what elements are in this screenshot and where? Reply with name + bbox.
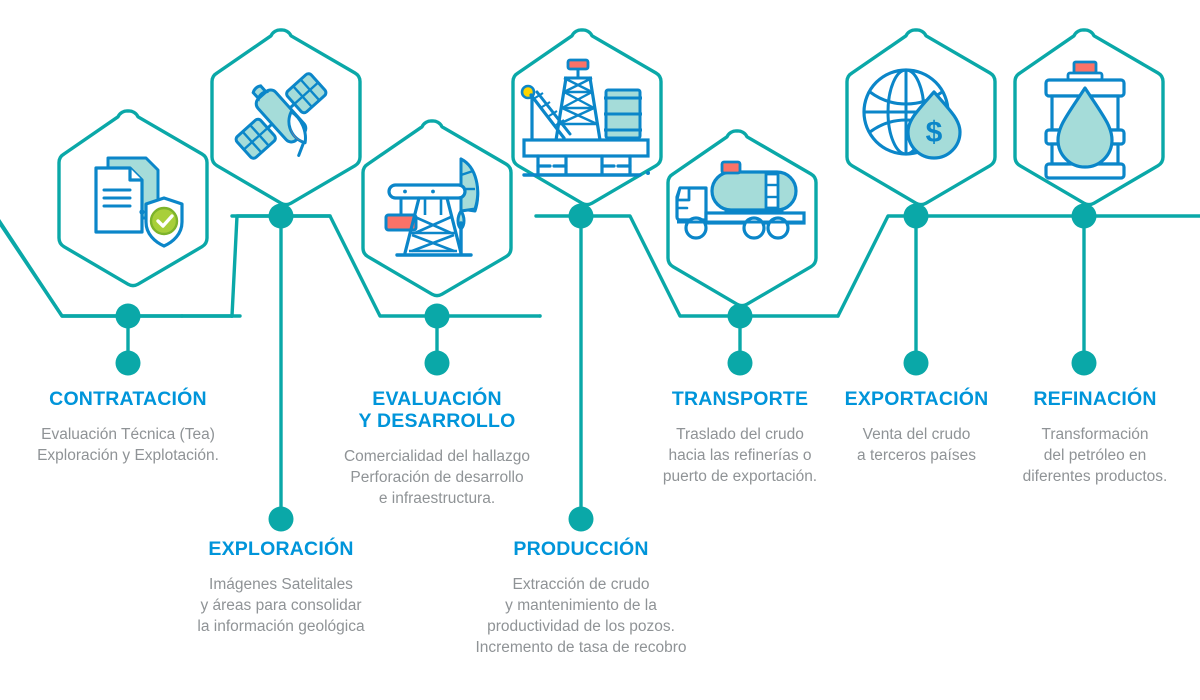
stage-label-evaluacion: EVALUACIÓN Y DESARROLLO Comercialidad de…: [317, 388, 557, 509]
document-shield-check-icon: [94, 156, 184, 248]
node-refinacion-end: [1071, 350, 1097, 376]
hexagon-produccion: [511, 28, 663, 207]
stage-title-exploracion: EXPLORACIÓN: [208, 538, 354, 560]
stage-description-exploracion: Imágenes Satelitales y áreas para consol…: [197, 576, 365, 635]
connector-nodes: [115, 203, 1097, 532]
rail-c: [230, 214, 542, 318]
node-produccion-end: [568, 506, 594, 532]
stage-label-exploracion: EXPLORACIÓN Imágenes Satelitales y áreas…: [161, 538, 401, 637]
node-transporte-top: [727, 303, 753, 329]
node-evaluacion-top: [424, 303, 450, 329]
rail-f: [836, 214, 1200, 318]
node-exploracion-end: [268, 506, 294, 532]
tanker-truck-icon: [675, 160, 806, 240]
stage-description-evaluacion: Comercialidad del hallazgo Perforación d…: [343, 448, 531, 507]
node-exploracion-top: [268, 203, 294, 229]
node-produccion-top: [568, 203, 594, 229]
stage-label-exportacion: EXPORTACIÓN Venta del crudo a terceros p…: [824, 388, 1009, 466]
stage-description-contratacion: Evaluación Técnica (Tea) Exploración y E…: [37, 426, 219, 464]
node-transporte-end: [727, 350, 753, 376]
node-exportacion-end: [903, 350, 929, 376]
stage-label-refinacion: REFINACIÓN Transformación del petróleo e…: [1000, 388, 1190, 487]
stage-title-evaluacion: EVALUACIÓN Y DESARROLLO: [358, 388, 516, 432]
rail-e: [534, 214, 840, 318]
stage-title-produccion: PRODUCCIÓN: [513, 538, 649, 560]
offshore-rig-icon: [520, 58, 650, 177]
stage-title-transporte: TRANSPORTE: [671, 388, 809, 410]
node-evaluacion-end: [424, 350, 450, 376]
node-contratacion-top: [115, 303, 141, 329]
oil-barrel-drop-icon: [1044, 60, 1126, 180]
node-exportacion-top: [903, 203, 929, 229]
stage-description-produccion: Extracción de crudo y mantenimiento de l…: [475, 576, 687, 656]
stage-description-exportacion: Venta del crudo a terceros países: [857, 426, 976, 464]
stage-title-refinacion: REFINACIÓN: [1033, 388, 1157, 410]
pumpjack-icon: [384, 157, 480, 257]
stage-description-refinacion: Transformación del petróleo en diferente…: [1022, 426, 1168, 485]
globe-dollar-drop-icon: $: [862, 68, 962, 160]
stage-title-contratacion: CONTRATACIÓN: [49, 388, 207, 410]
stage-description-transporte: Traslado del crudo hacia las refinerías …: [662, 426, 818, 485]
hexagon-evaluacion: [361, 119, 513, 298]
stage-label-contratacion: CONTRATACIÓN Evaluación Técnica (Tea) Ex…: [8, 388, 248, 466]
stage-label-produccion: PRODUCCIÓN Extracción de crudo y manteni…: [456, 538, 706, 658]
stage-label-transporte: TRANSPORTE Traslado del crudo hacia las …: [625, 388, 855, 487]
satellite-icon: [234, 72, 328, 160]
node-contratacion-end: [115, 350, 141, 376]
svg-text:$: $: [926, 116, 943, 149]
stage-title-exportacion: EXPORTACIÓN: [844, 388, 989, 410]
node-refinacion-top: [1071, 203, 1097, 229]
